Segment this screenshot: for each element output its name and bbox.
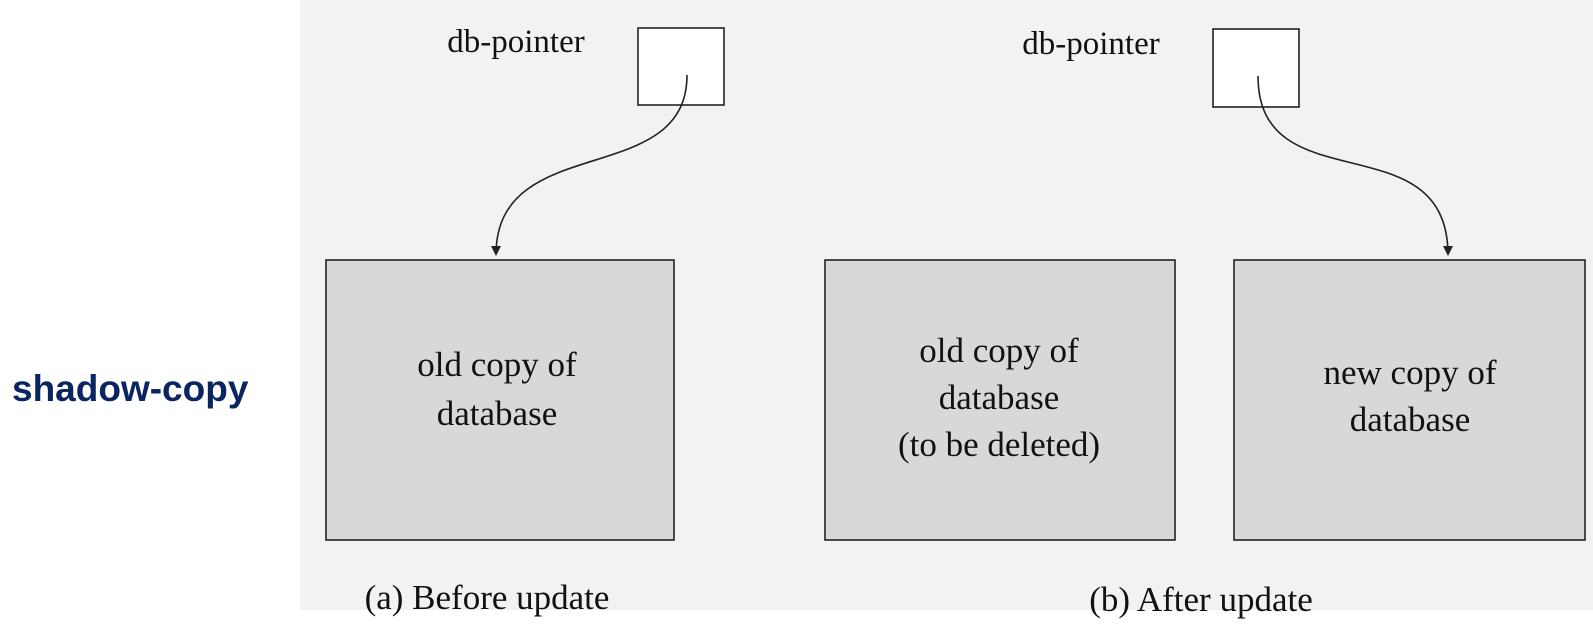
new-database-box (1233, 259, 1586, 541)
db-pointer-label: db-pointer (1022, 26, 1159, 62)
new-database-label-line2: database (1350, 400, 1470, 439)
old-database-label-line1: old copy of (919, 331, 1079, 370)
db-pointer-box (1212, 28, 1300, 108)
db-pointer-label: db-pointer (447, 24, 584, 60)
old-database-box (824, 259, 1176, 541)
db-pointer-box (637, 27, 725, 106)
before-update-diagram: db-pointer old copy of database (a) Befo… (325, 24, 725, 617)
db-pointer-arrow (1257, 75, 1453, 256)
old-database-label-line2: database (437, 394, 557, 433)
db-pointer-arrow (491, 74, 688, 256)
after-update-caption: (b) After update (1089, 580, 1313, 619)
before-update-caption: (a) Before update (365, 578, 610, 617)
slide-title: shadow-copy (12, 368, 249, 409)
old-database-label-line3: (to be deleted) (898, 425, 1100, 464)
old-database-box (325, 259, 675, 541)
old-database-label-line2: database (939, 378, 1059, 417)
new-database-label-line1: new copy of (1323, 353, 1496, 392)
old-database-label-line1: old copy of (417, 345, 577, 384)
after-update-diagram: db-pointer old copy of database (to be d… (824, 26, 1586, 619)
